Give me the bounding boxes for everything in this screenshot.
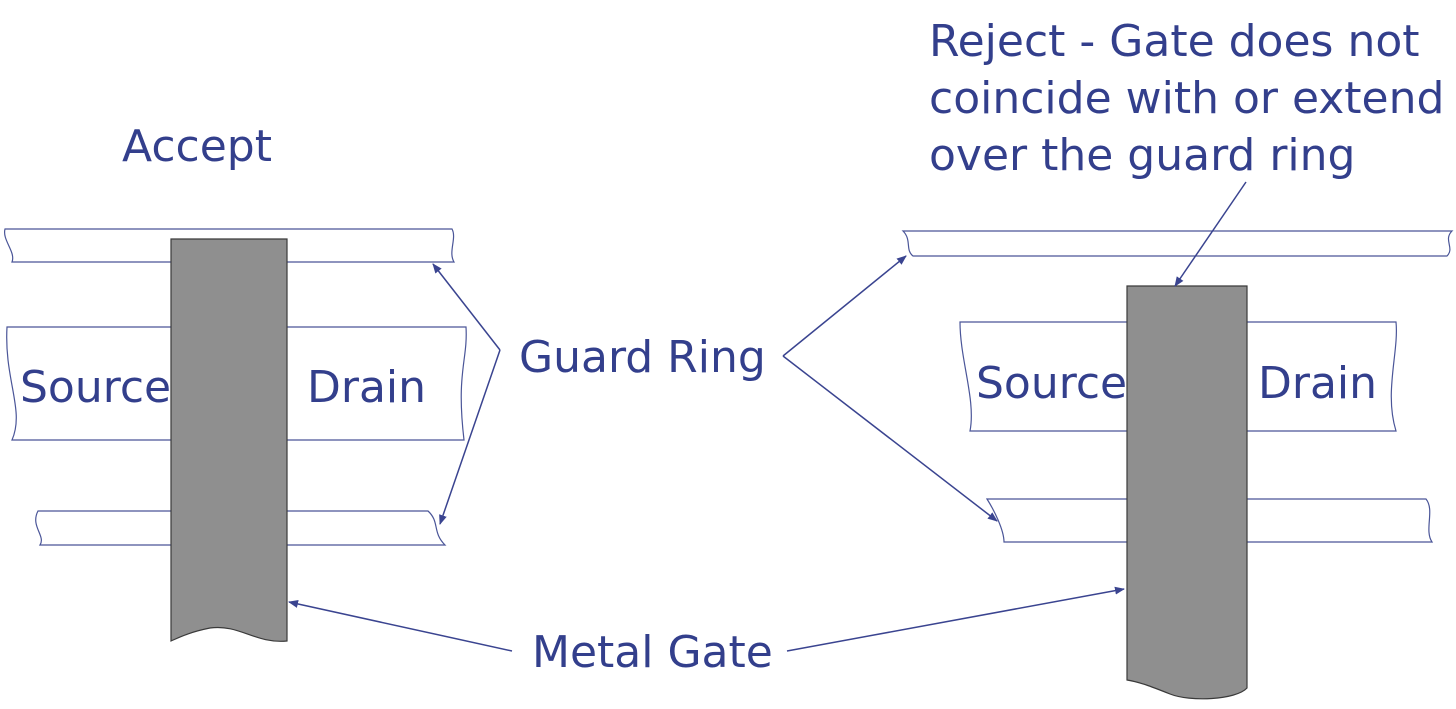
right-source-label: Source <box>976 358 1128 409</box>
guard-ring-arrow-right-upper <box>782 255 907 357</box>
left-metal-gate <box>170 238 288 642</box>
reject-heading-line-2: coincide with or extend <box>929 73 1445 124</box>
guard-ring-arrow-right-lower <box>782 355 998 522</box>
left-source-label: Source <box>20 362 172 413</box>
reject-heading-line-1: Reject - Gate does not <box>929 16 1420 67</box>
metal-gate-label: Metal Gate <box>532 627 773 678</box>
metal-gate-arrow-right <box>786 586 1125 652</box>
reject-heading-line-3: over the guard ring <box>929 130 1356 181</box>
right-metal-gate <box>1126 285 1248 700</box>
guard-ring-arrow-left-lower <box>439 349 501 525</box>
reject-callout-arrow <box>1174 181 1247 287</box>
accept-diagram <box>4 228 467 642</box>
reject-diagram <box>901 230 1454 700</box>
left-drain-label: Drain <box>307 362 427 413</box>
guard-ring-label: Guard Ring <box>519 332 766 383</box>
metal-gate-arrow-left <box>288 600 513 652</box>
right-upper-guard-ring <box>901 230 1454 257</box>
guard-ring-arrow-left-upper <box>432 263 501 351</box>
accept-heading: Accept <box>122 121 272 172</box>
right-drain-label: Drain <box>1258 358 1378 409</box>
